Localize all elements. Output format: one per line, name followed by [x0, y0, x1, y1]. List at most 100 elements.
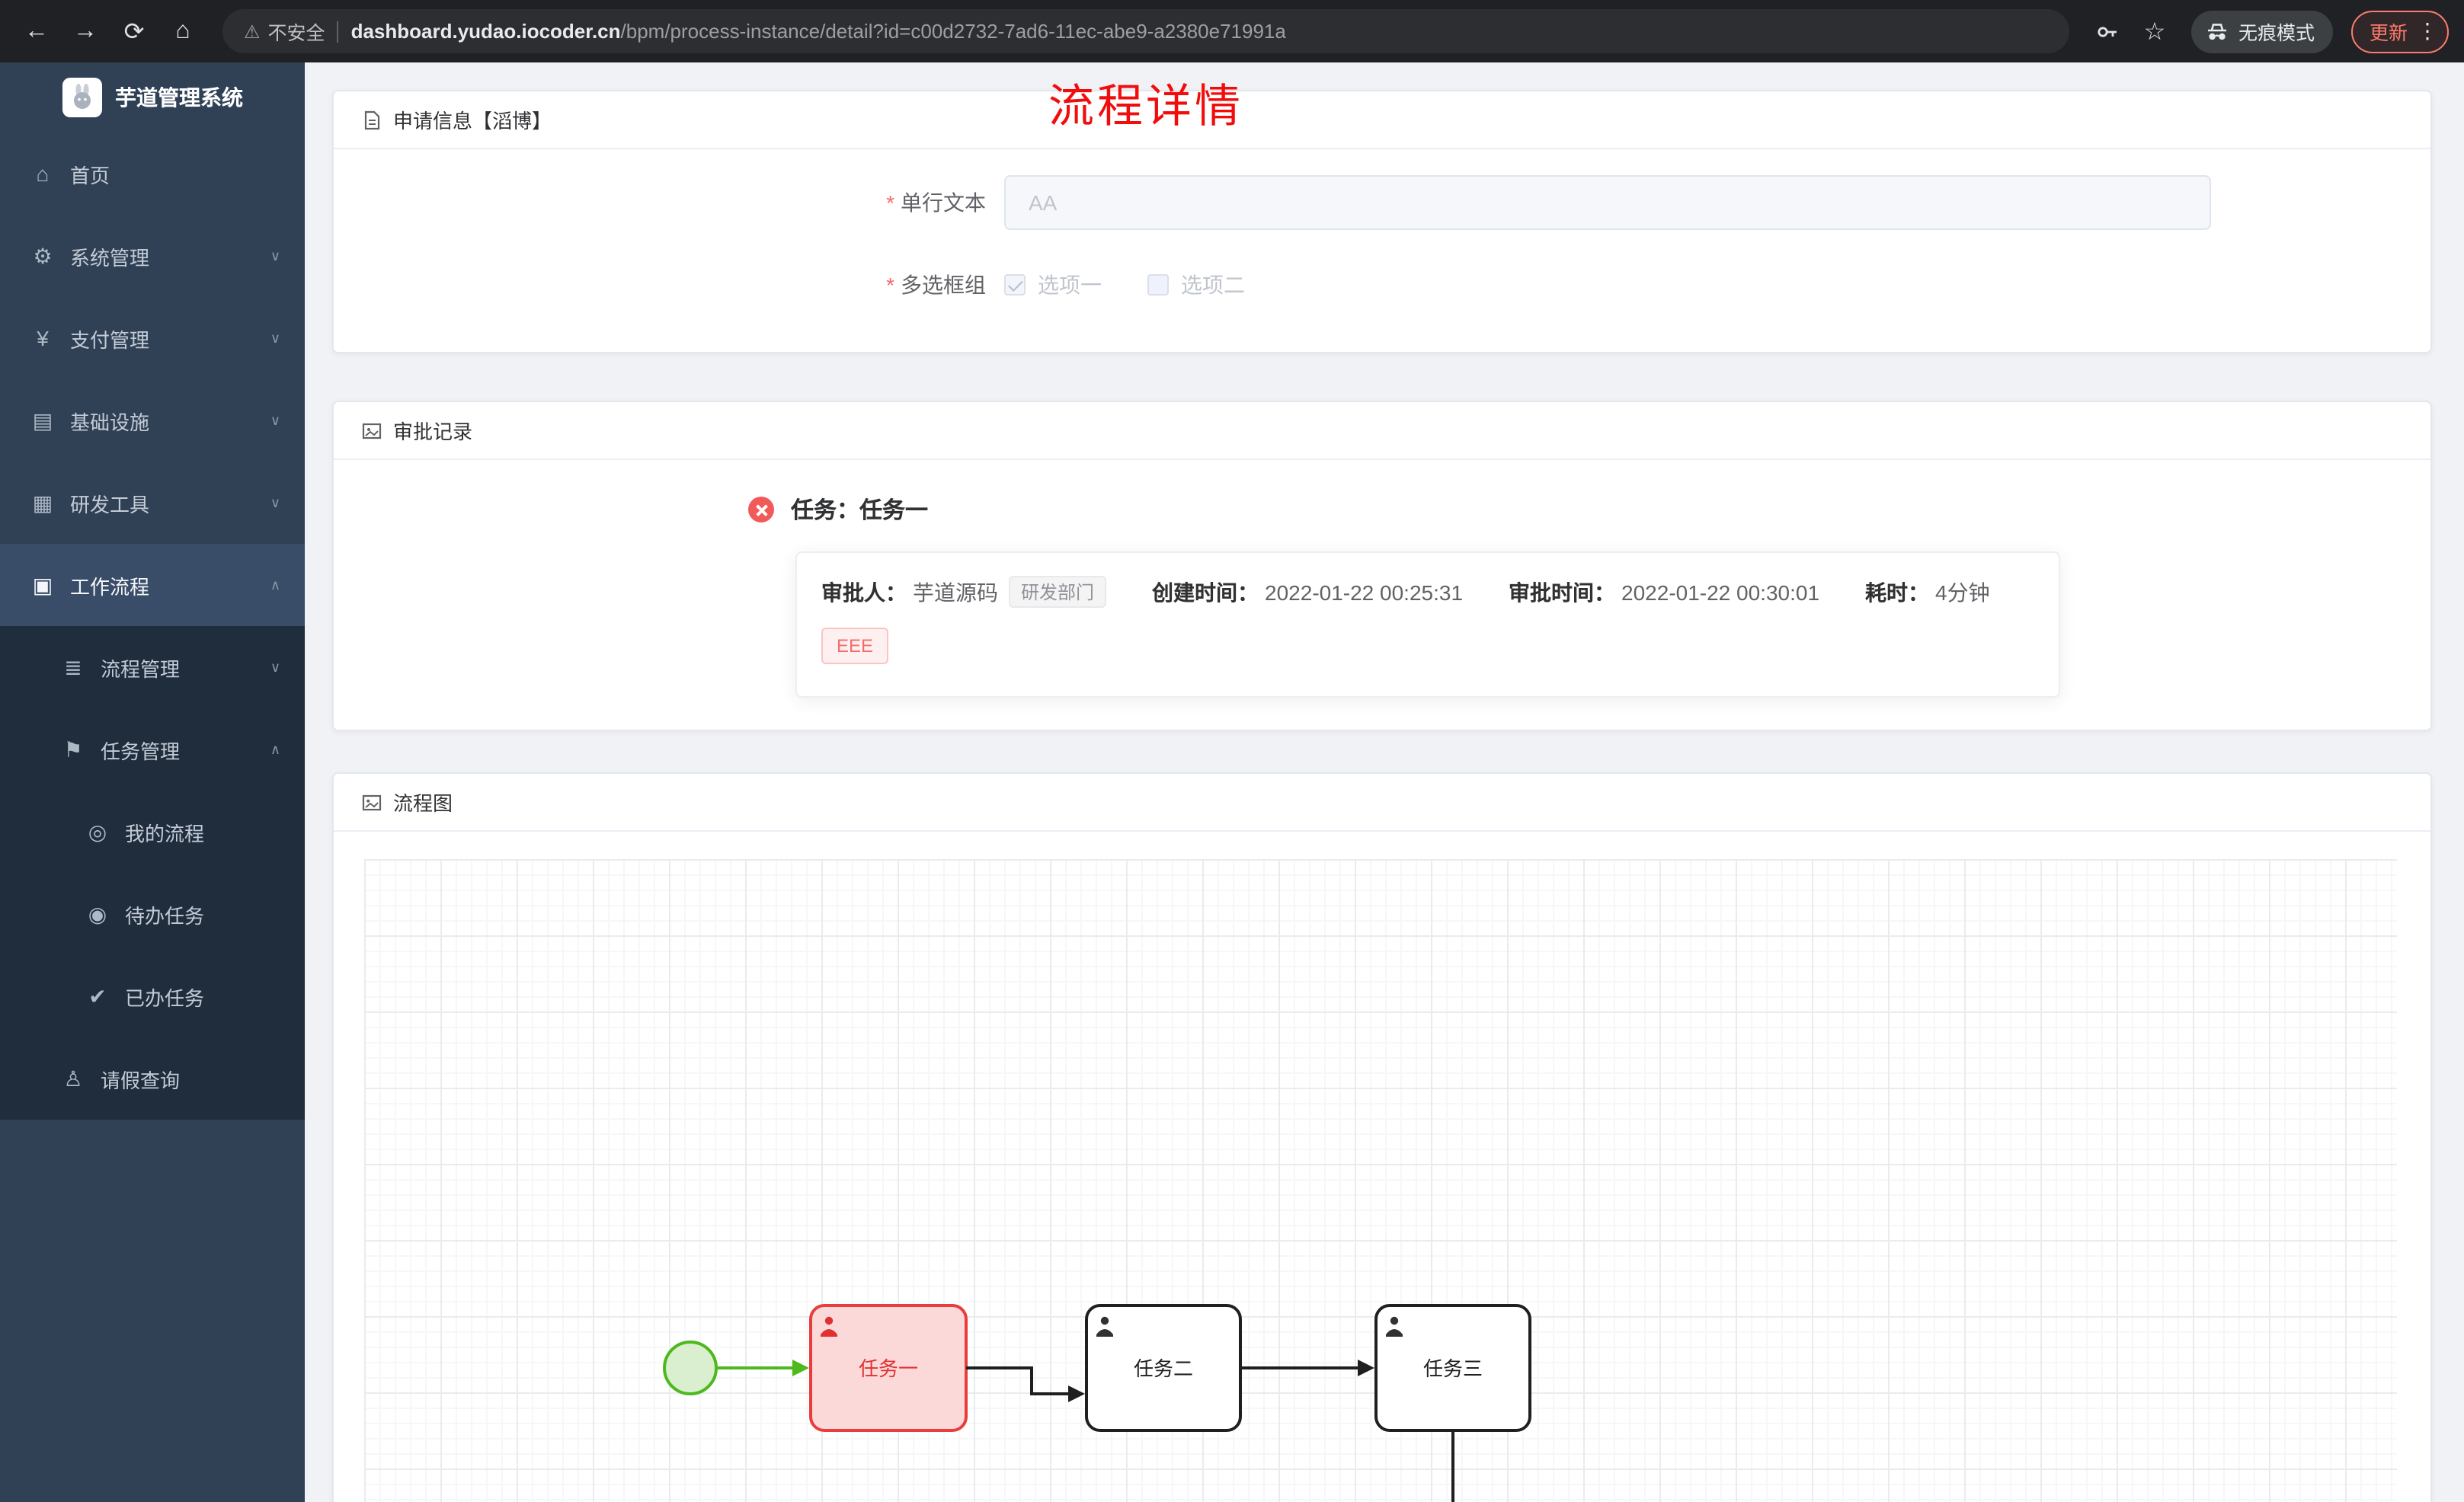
sidebar-item-dev-tools[interactable]: ▦ 研发工具 ∨: [0, 462, 305, 544]
user-task-icon: [1390, 1316, 1399, 1325]
form-row-text: * 单行文本 AA: [334, 175, 2430, 230]
sidebar-item-todo-tasks[interactable]: ◉ 待办任务: [0, 873, 305, 955]
approver-label: 审批人：: [821, 580, 907, 604]
record-icon: [362, 422, 382, 439]
browser-toolbar: ← → ⟳ ⌂ ⚠ 不安全 dashboard.yudao.iocoder.cn…: [0, 0, 2464, 62]
back-icon[interactable]: ←: [24, 18, 49, 43]
bpmn-diagram: 任务一 任务二: [663, 1304, 1531, 1502]
sidebar-item-label: 流程管理: [101, 657, 181, 680]
approval-record-header: 审批记录: [334, 402, 2430, 460]
checkbox-label: 选项二: [1181, 273, 1245, 297]
sidebar-item-label: 请假查询: [101, 1069, 181, 1091]
page-url: dashboard.yudao.iocoder.cn/bpm/process-i…: [351, 20, 1286, 43]
checkbox-option-1[interactable]: 选项一: [1004, 270, 1102, 300]
process-diagram-title: 流程图: [393, 792, 453, 815]
sidebar-item-done-tasks[interactable]: ✔ 已办任务: [0, 955, 305, 1037]
approval-record-title: 审批记录: [393, 420, 473, 443]
user-task-icon: [1096, 1329, 1113, 1337]
sidebar-item-payment-management[interactable]: ¥ 支付管理 ∨: [0, 297, 305, 379]
chevron-down-icon: ∨: [270, 330, 280, 345]
process-diagram-header: 流程图: [334, 774, 2430, 832]
sidebar-item-system-management[interactable]: ⚙ 系统管理 ∨: [0, 215, 305, 297]
approved-time: 2022-01-22 00:30:01: [1621, 580, 1820, 604]
apply-info-title: 申请信息【滔博】: [393, 110, 552, 133]
arrowhead-green: [792, 1360, 809, 1376]
bpmn-canvas[interactable]: 任务一 任务二: [364, 859, 2397, 1502]
checkbox-option-2[interactable]: 选项二: [1147, 270, 1245, 300]
approval-meta-line: 审批人： 芋道源码 研发部门 创建时间： 2022-01-22 00:25:31…: [821, 576, 2034, 608]
update-label: 更新: [2369, 23, 2408, 44]
chevron-down-icon: ∨: [270, 659, 280, 674]
person-icon: ♙: [63, 1066, 83, 1090]
checkbox-label: 选项一: [1038, 273, 1102, 297]
app-logo: 芋道管理系统: [0, 62, 305, 133]
sidebar-item-label: 工作流程: [70, 575, 150, 598]
apply-info-header: 申请信息【滔博】: [334, 91, 2430, 149]
done-check-icon: ✔: [88, 983, 107, 1008]
single-line-text-input[interactable]: AA: [1004, 175, 2211, 230]
checkbox-group: 选项一 选项二: [1004, 270, 1245, 300]
chevron-up-icon: ∧: [270, 577, 280, 592]
sidebar-item-label: 我的流程: [125, 822, 205, 845]
created-label: 创建时间：: [1152, 580, 1259, 604]
sidebar-item-label: 支付管理: [70, 328, 150, 351]
process-list-icon: ≣: [64, 654, 82, 679]
url-domain: dashboard.yudao.iocoder.cn: [350, 20, 621, 43]
sidebar-item-leave-query[interactable]: ♙ 请假查询: [0, 1037, 305, 1120]
apply-info-card: 申请信息【滔博】 * 单行文本 AA *多选框组 选项一 选项二: [332, 90, 2432, 353]
document-icon: [364, 110, 380, 129]
duration-value: 4分钟: [1935, 580, 1990, 604]
home-icon: ⌂: [36, 161, 50, 186]
sidebar-item-label: 基础设施: [70, 411, 150, 433]
browser-home-icon[interactable]: ⌂: [175, 18, 190, 43]
task-node-3[interactable]: 任务三: [1374, 1304, 1531, 1432]
address-bar[interactable]: ⚠ 不安全 dashboard.yudao.iocoder.cn/bpm/pro…: [222, 9, 2069, 53]
field-label: *多选框组: [334, 270, 1004, 300]
approval-detail-card: 审批人： 芋道源码 研发部门 创建时间： 2022-01-22 00:25:31…: [795, 551, 2060, 698]
gear-icon: ⚙: [33, 243, 53, 267]
task-label: 任务一: [859, 1357, 918, 1380]
approver-name: 芋道源码: [913, 580, 998, 604]
checkbox-unchecked-icon[interactable]: [1147, 274, 1169, 296]
update-button[interactable]: 更新 ⋮: [2350, 10, 2449, 53]
key-icon[interactable]: [2088, 19, 2127, 43]
warning-icon: ⚠: [244, 21, 261, 42]
more-menu-icon[interactable]: ⋮: [2417, 18, 2438, 43]
sidebar-item-process-management[interactable]: ≣ 流程管理 ∨: [0, 626, 305, 708]
eye-icon: ◉: [88, 901, 107, 925]
task-node-2[interactable]: 任务二: [1085, 1304, 1242, 1432]
field-label-text: 单行文本: [901, 190, 986, 215]
sidebar-item-label: 已办任务: [125, 986, 205, 1009]
sidebar-item-infrastructure[interactable]: ▤ 基础设施 ∨: [0, 379, 305, 462]
sidebar-item-task-management[interactable]: ⚑ 任务管理 ∧: [0, 708, 305, 791]
sidebar-item-label: 首页: [70, 164, 110, 187]
chevron-down-icon: ∨: [270, 412, 280, 427]
omnibox-divider: [337, 21, 339, 42]
required-mark: *: [886, 273, 894, 297]
dept-tag: 研发部门: [1009, 576, 1107, 608]
chevron-down-icon: ∨: [270, 494, 280, 510]
approver-group: 审批人： 芋道源码 研发部门: [821, 576, 1107, 608]
url-path: /bpm/process-instance/detail?id=c00d2732…: [620, 20, 1286, 43]
sidebar-item-home[interactable]: ⌂ 首页: [0, 133, 305, 215]
infrastructure-icon: ▤: [32, 407, 53, 432]
sequence-flow-1-2: [966, 1366, 1070, 1395]
timeline-item: 任务：任务一: [334, 460, 2430, 526]
sidebar-item-workflow[interactable]: ▣ 工作流程 ∧: [0, 544, 305, 626]
arrowhead-black: [1358, 1360, 1374, 1376]
tools-icon: ▦: [32, 490, 53, 514]
start-event-node[interactable]: [663, 1341, 718, 1395]
chevron-down-icon: ∨: [270, 248, 280, 263]
approved-label: 审批时间：: [1509, 580, 1616, 604]
bookmark-star-icon[interactable]: ☆: [2143, 19, 2166, 45]
task-node-1[interactable]: 任务一: [809, 1304, 968, 1432]
required-mark: *: [886, 190, 894, 215]
created-group: 创建时间： 2022-01-22 00:25:31: [1152, 577, 1463, 607]
refresh-icon[interactable]: ⟳: [123, 19, 145, 45]
forward-icon[interactable]: →: [73, 18, 98, 43]
checkbox-checked-icon[interactable]: [1004, 274, 1026, 296]
sidebar-item-my-process[interactable]: ◎ 我的流程: [0, 791, 305, 873]
incognito-badge: 无痕模式: [2190, 10, 2333, 53]
security-chip[interactable]: ⚠ 不安全: [244, 17, 325, 46]
